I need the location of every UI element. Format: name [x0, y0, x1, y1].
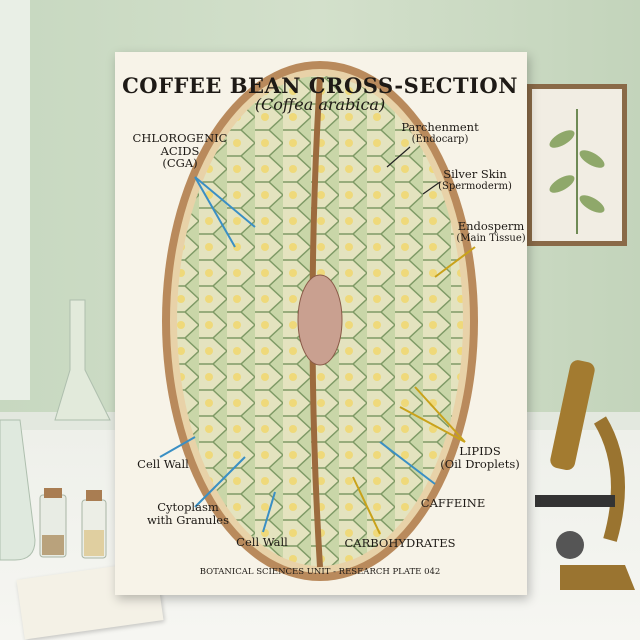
label-parchment: Parchenment (Endocarp) [401, 121, 478, 145]
vial [81, 490, 107, 559]
label-line: Endosperm [457, 219, 525, 233]
window [0, 0, 30, 400]
label-silver-skin: Silver Skin (Spermoderm) [438, 168, 512, 192]
label-cga: CHLOROGENIC ACIDS (CGA) [133, 132, 228, 170]
label-caffeine: CAFFEINE [420, 496, 486, 510]
label-line: CHLOROGENIC [132, 131, 228, 145]
plant-illustration [549, 109, 605, 234]
label-line: Silver Skin [443, 167, 507, 181]
label-line: Cytoplasm [157, 500, 219, 514]
label-carbohydrates: CARBOHYDRATES [344, 536, 456, 550]
poster-footer: BOTANICAL SCIENCES UNIT - RESEARCH PLATE… [199, 567, 441, 577]
label-endosperm: Endosperm (Main Tissue) [456, 220, 525, 244]
label-cytoplasm: Cytoplasm with Granules [147, 501, 229, 526]
flask-shelf [54, 299, 111, 421]
poster: COFFEE BEAN CROSS-SECTION (Coffea arabic… [115, 52, 527, 595]
label-cell-wall-left: Cell Wall [137, 457, 189, 471]
label-line: (Main Tissue) [456, 232, 526, 244]
label-line: ACIDS [160, 143, 200, 158]
embryo [297, 274, 343, 366]
label-lipids: LIPIDS (Oil Droplets) [440, 445, 519, 470]
flask-left [0, 419, 36, 561]
label-line: (CGA) [162, 156, 198, 171]
poster-title: COFFEE BEAN CROSS-SECTION [122, 73, 518, 98]
yellow-arrows [352, 246, 476, 535]
black-arrows [386, 146, 441, 195]
microscope-icon [535, 360, 635, 590]
poster-subtitle: (Coffea arabica) [254, 95, 386, 114]
bean-diagram [159, 61, 478, 581]
blue-arrows [159, 176, 436, 533]
framed-botanical-print [527, 84, 627, 246]
label-line: (Oil Droplets) [440, 456, 520, 471]
label-line: (Spermoderm) [438, 180, 512, 192]
label-cell-wall-bottom: Cell Wall [236, 535, 288, 549]
vial [39, 488, 67, 558]
label-line: Parchenment [401, 120, 479, 134]
label-line: (Endocarp) [411, 133, 469, 145]
label-line: LIPIDS [459, 444, 501, 458]
label-line: with Granules [147, 512, 229, 527]
